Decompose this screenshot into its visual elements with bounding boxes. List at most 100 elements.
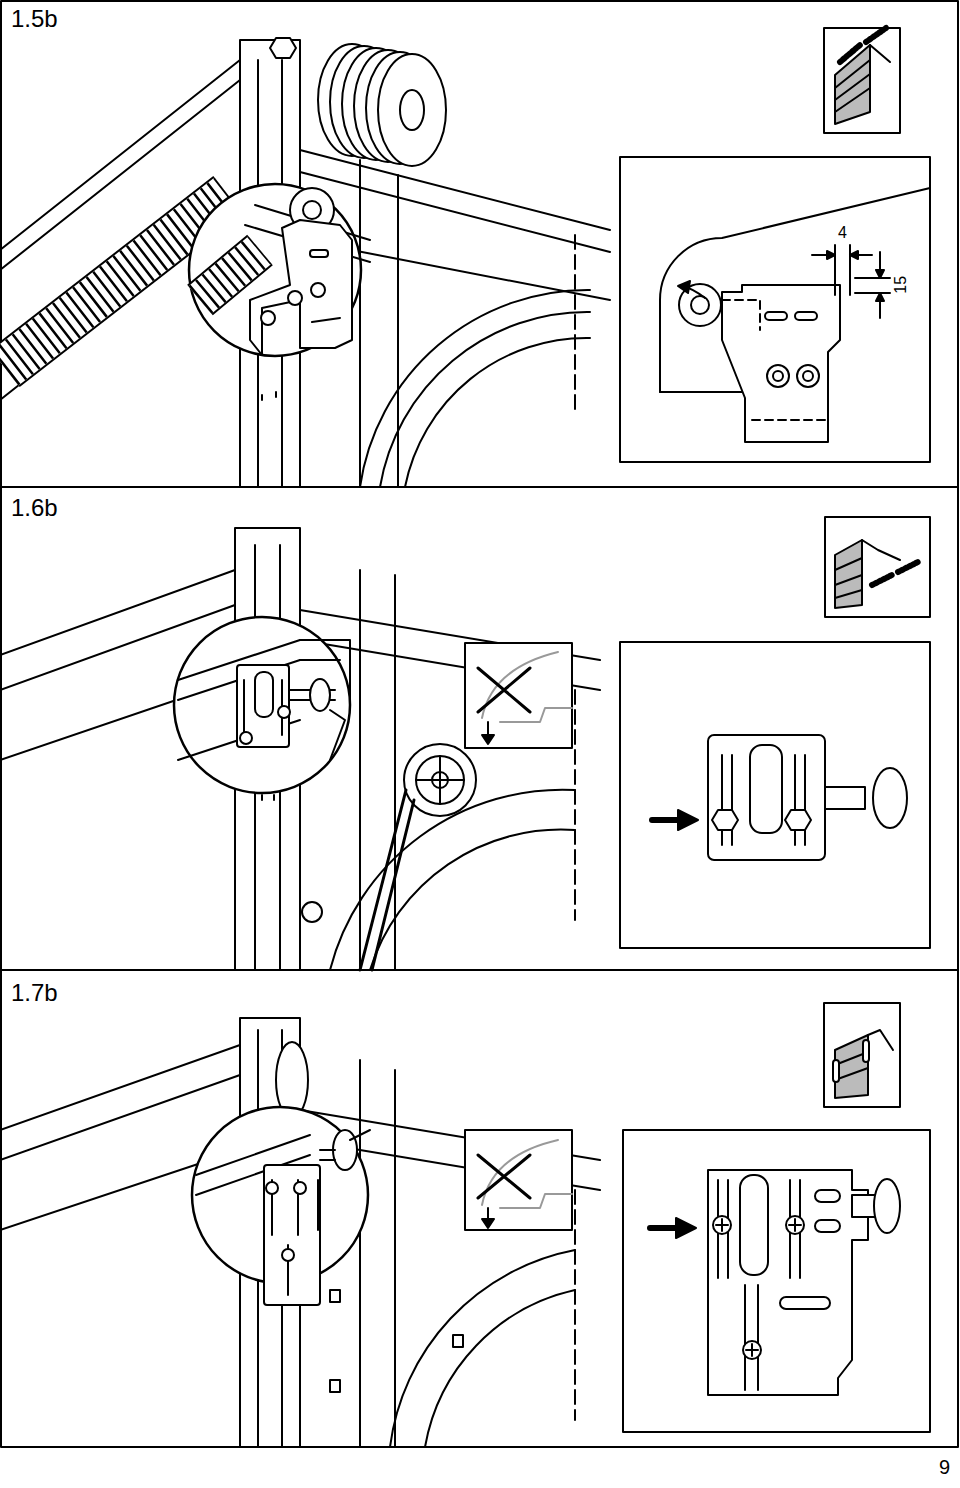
incorrect-mounting-inset — [500, 708, 572, 722]
door-icon — [898, 562, 918, 572]
bracket-detail-view — [722, 300, 760, 330]
magnified-detail-circle — [311, 283, 325, 297]
bracket-detail-view — [827, 251, 835, 259]
bracket-detail-view — [803, 371, 813, 381]
magnified-detail-circle — [244, 680, 282, 735]
roller-bracket-detail-view — [825, 787, 865, 809]
cable-drum-illustration — [318, 44, 446, 166]
incorrect-mounting-inset — [482, 1219, 494, 1228]
roller-bracket-detail-view — [708, 1170, 868, 1395]
magnified-detail-circle — [200, 250, 260, 300]
magnified-detail-circle — [294, 1182, 306, 1194]
pulley-bracket-illustration — [360, 790, 414, 970]
bracket-detail-view — [879, 252, 881, 318]
roller-bracket-detail-view — [740, 1175, 768, 1275]
magnified-detail-circle — [310, 250, 328, 257]
incorrect-mounting-inset — [482, 1140, 558, 1205]
page-frame — [1, 969, 958, 971]
door-icon — [866, 28, 886, 42]
dimension-value: 4 — [837, 224, 848, 242]
roller-bracket-detail-view — [718, 1180, 800, 1390]
page-frame — [1, 1, 958, 1447]
incorrect-mounting-inset — [478, 668, 530, 712]
spring-shaft-illustration — [262, 392, 276, 400]
door-icon — [824, 1003, 900, 1107]
spring-shaft-illustration — [574, 235, 576, 410]
door-icon — [835, 1030, 893, 1080]
cable-drum-illustration — [400, 90, 424, 130]
magnified-detail-circle — [174, 617, 350, 793]
curved-track-illustration — [380, 312, 590, 487]
pulley-bracket-illustration — [404, 744, 476, 816]
bracket-detail-view — [773, 371, 783, 381]
door-icon — [824, 28, 900, 133]
incorrect-mounting-inset — [500, 1194, 572, 1208]
page-number: 9 — [938, 1456, 951, 1478]
roller-bracket-detail-view — [789, 1219, 801, 1231]
bracket-detail-view — [678, 281, 690, 293]
curved-track-illustration — [405, 338, 590, 487]
magnified-detail-circle — [200, 250, 260, 300]
magnified-detail-circle — [288, 291, 302, 305]
door-icon — [863, 1040, 869, 1062]
figure-number: 1.7b — [10, 980, 59, 1006]
magnified-detail-circle — [266, 1182, 278, 1194]
roller-bracket-illustration — [330, 1290, 340, 1302]
roller-bracket-illustration — [453, 1335, 463, 1347]
door-icon — [835, 540, 900, 598]
magnified-detail-circle — [178, 640, 300, 760]
roller-bracket-detail-view — [743, 1341, 761, 1359]
roller-bracket-detail-view — [712, 810, 738, 830]
magnified-detail-circle — [320, 1130, 370, 1160]
door-icon — [835, 45, 890, 112]
magnified-detail-circle — [255, 672, 273, 717]
figure-number: 1.5b — [10, 6, 59, 32]
roller-bracket-detail-view — [746, 1344, 758, 1356]
roller-bracket-detail-view — [652, 817, 680, 823]
spring-shaft-illustration — [270, 38, 296, 58]
installation-illustration — [0, 1, 958, 1447]
roller-bracket-detail-view — [678, 810, 698, 830]
magnified-detail-circle — [278, 706, 290, 718]
roller-bracket-detail-view — [785, 810, 811, 830]
magnified-detail-circle — [261, 311, 275, 325]
roller-bracket-detail-view — [750, 745, 782, 833]
roller-bracket-detail-view — [623, 1130, 930, 1432]
page-frame — [1, 486, 958, 488]
roller-bracket-detail-view — [623, 1130, 930, 1432]
bracket-detail-view — [691, 296, 709, 314]
bracket-detail-view — [876, 270, 884, 278]
incorrect-mounting-inset — [465, 643, 572, 748]
roller-bracket-detail-view — [780, 1297, 830, 1309]
magnified-detail-circle — [240, 732, 252, 744]
roller-bracket-detail-view — [873, 768, 907, 828]
magnified-detail-circle — [330, 710, 345, 760]
roller-bracket-detail-view — [874, 1179, 900, 1233]
magnified-detail-circle — [237, 665, 289, 747]
roller-bracket-detail-view — [815, 1190, 840, 1202]
door-icon — [840, 45, 860, 62]
magnified-detail-circle — [189, 184, 361, 356]
pulley-bracket-illustration — [302, 902, 322, 922]
bracket-detail-view — [752, 419, 825, 421]
door-icon — [872, 575, 892, 585]
bracket-detail-view — [620, 157, 930, 462]
magnified-detail-circle — [192, 1107, 370, 1305]
magnified-detail-circle — [250, 220, 352, 355]
bracket-detail-view — [850, 251, 858, 259]
incorrect-mounting-inset — [482, 735, 494, 744]
pulley-bracket-illustration — [0, 528, 600, 970]
roller-bracket-detail-view — [708, 735, 825, 860]
bracket-detail-view — [765, 312, 787, 320]
figure-number: 1.6b — [10, 495, 59, 521]
roller-bracket-detail-view — [676, 1218, 696, 1238]
bracket-detail-view — [876, 293, 884, 301]
door-icon — [824, 1003, 900, 1107]
magnified-detail-circle — [333, 1130, 357, 1170]
spring-shaft-illustration — [360, 160, 398, 487]
magnified-detail-circle — [189, 184, 370, 356]
spring-shaft-illustration — [0, 38, 610, 487]
